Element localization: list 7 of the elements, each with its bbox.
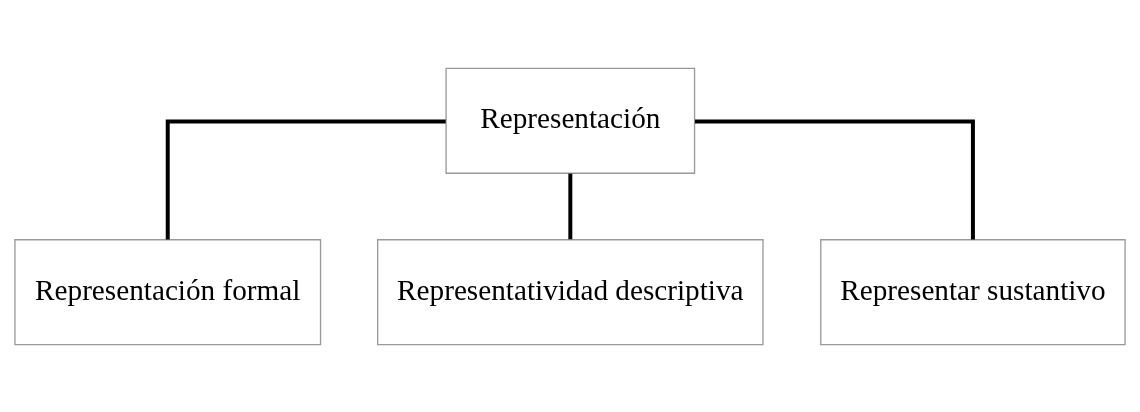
connector (694, 118, 975, 240)
node-box: Representar sustantivo (820, 238, 1126, 345)
connector (568, 173, 573, 239)
node-box: Representatividad descriptiva (377, 238, 764, 345)
node-box: Representación formal (14, 238, 322, 345)
node-box: Representación (445, 67, 696, 174)
connector (165, 118, 446, 240)
